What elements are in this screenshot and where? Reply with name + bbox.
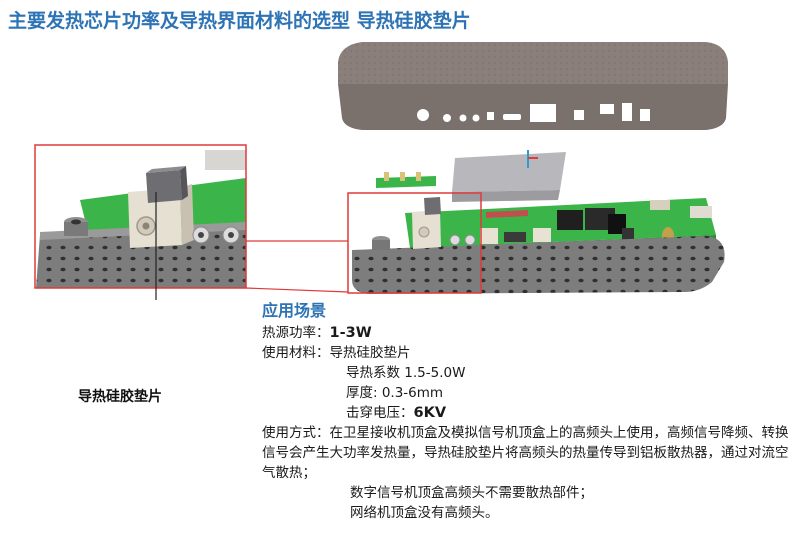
usage-paragraph: 使用方式：在卫星接收机顶盒及模拟信号机顶盒上的高频头上使用，高频信号降频、转换信… [262, 423, 792, 483]
conductivity: 导热系数 1.5-5.0W [346, 365, 466, 381]
small-board [376, 172, 436, 188]
usage-label: 使用方式： [262, 425, 330, 441]
note-network: 网络机顶盒没有高频头。 [350, 505, 499, 521]
module-highlight [347, 192, 482, 294]
thickness: 厚度: 0.3-6mm [346, 385, 444, 401]
breakdown-value: 6KV [413, 405, 447, 421]
power-label: 热源功率： [262, 325, 330, 341]
breakdown-label: 击穿电压： [346, 405, 414, 421]
material-label: 使用材料： [262, 345, 330, 361]
callout-label: 导热硅胶垫片 [78, 389, 162, 405]
usage-text: 在卫星接收机顶盒及模拟信号机顶盒上的高频头上使用，高频信号降频、转换信号会产生大… [262, 425, 789, 481]
base-case [352, 236, 725, 294]
breakdown-row: 击穿电压：6KV [262, 403, 792, 423]
power-value: 1-3W [329, 325, 372, 341]
product-exploded-illustration [34, 42, 728, 300]
application-info: 应用场景 热源功率：1-3W 使用材料：导热硅胶垫片 导热系数 1.5-5.0W… [262, 300, 792, 523]
material-value: 导热硅胶垫片 [329, 345, 411, 361]
heatsink-plate [452, 150, 566, 202]
note-digital: 数字信号机顶盒高频头不需要散热部件； [350, 485, 593, 501]
zoom-view [34, 144, 247, 289]
page-title: 主要发热芯片功率及导热界面材料的选型 导热硅胶垫片 [8, 10, 471, 32]
power-row: 热源功率：1-3W [262, 323, 792, 343]
top-cover [338, 42, 728, 130]
material-row: 使用材料：导热硅胶垫片 [262, 343, 792, 363]
section-heading: 应用场景 [262, 301, 327, 320]
